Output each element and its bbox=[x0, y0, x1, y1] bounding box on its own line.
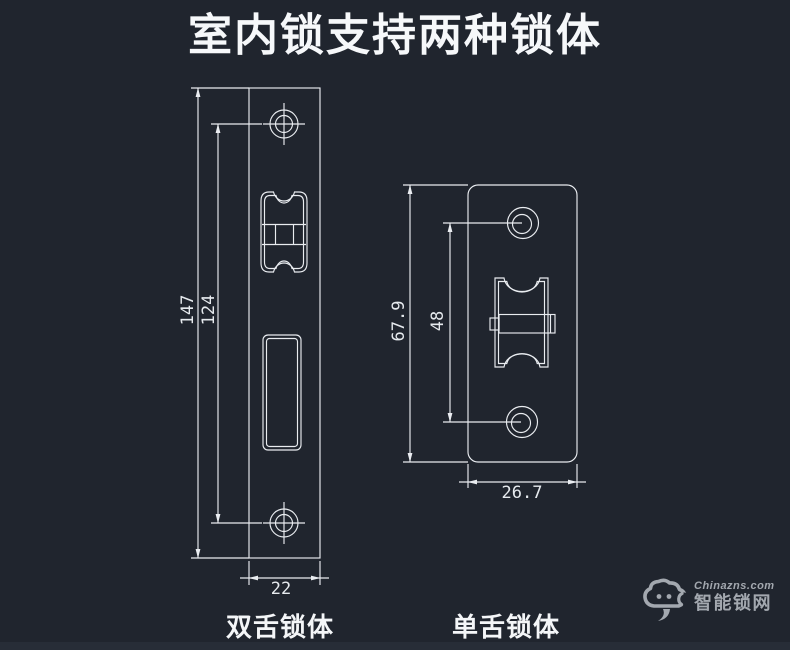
dim-value-hole-spacing-right: 48 bbox=[428, 310, 448, 332]
right-dimension-67-9 bbox=[403, 184, 468, 463]
left-screw-hole-bottom bbox=[263, 502, 305, 544]
right-latch-cutout bbox=[489, 277, 556, 368]
page-title: 室内锁支持两种锁体 bbox=[188, 11, 602, 60]
chat-tail bbox=[658, 609, 670, 621]
watermark: Chinazns.com 智能锁网 bbox=[640, 576, 780, 626]
left-deadbolt-cutout bbox=[262, 334, 302, 451]
right-dimension-48 bbox=[443, 222, 522, 423]
left-plate-drawing bbox=[191, 87, 329, 585]
dim-value-height-right: 67.9 bbox=[389, 300, 409, 342]
left-screw-hole-top bbox=[263, 103, 305, 145]
left-faceplate-outline bbox=[248, 87, 321, 559]
dim-value-width-right: 26.7 bbox=[501, 483, 543, 503]
left-dimension-124 bbox=[211, 123, 262, 524]
cloud-chat-logo bbox=[643, 578, 690, 621]
left-dimension-22 bbox=[240, 561, 329, 585]
bottom-edge-strip bbox=[0, 642, 790, 650]
right-dimension-26-7 bbox=[459, 464, 586, 488]
left-dimension-147 bbox=[191, 87, 249, 559]
dim-value-height-left: 147 bbox=[178, 294, 198, 326]
right-plate-drawing bbox=[403, 184, 586, 488]
dim-value-width-left: 22 bbox=[270, 579, 292, 599]
label-single-bolt-body: 单舌锁体 bbox=[451, 612, 560, 642]
watermark-brand-text: 智能锁网 bbox=[694, 593, 772, 613]
right-faceplate-outline bbox=[467, 184, 578, 463]
label-double-bolt-body: 双舌锁体 bbox=[225, 612, 334, 642]
left-latch-cutout bbox=[260, 191, 308, 273]
dim-value-hole-spacing-left: 124 bbox=[199, 294, 219, 326]
watermark-site-text: Chinazns.com bbox=[694, 580, 775, 592]
